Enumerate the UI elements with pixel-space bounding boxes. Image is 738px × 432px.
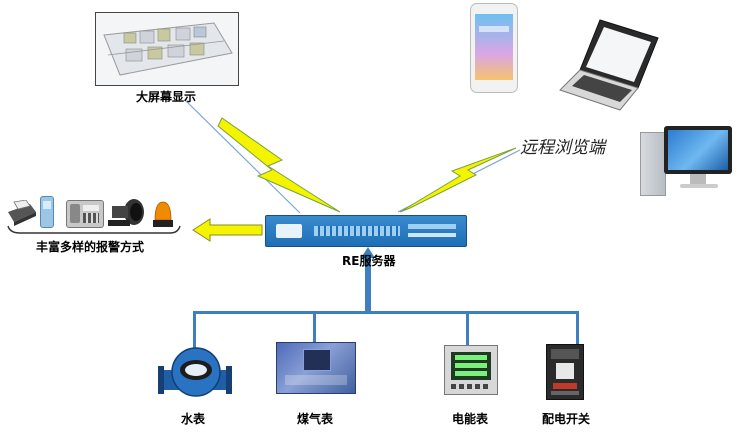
right-lightning-bolt [400,148,516,212]
siren-speaker-icon [106,198,146,228]
telephone-icon [66,200,104,228]
server-label: RE服务器 [342,252,395,269]
circuit-breaker-icon [546,344,584,400]
floorplan-screen-icon [95,12,239,86]
power-switch-label: 配电开关 [542,410,590,427]
rack-server-icon [265,215,467,247]
alarm-methods-label: 丰富多样的报警方式 [36,238,144,255]
gas-meter-label: 煤气表 [297,410,333,427]
remote-browser-label: 远程浏览端 [520,133,605,158]
electric-meter-icon [444,345,498,395]
bus-drop-switch [576,311,579,347]
water-meter-icon [158,344,232,402]
screen-link-line [185,100,300,213]
bus-drop-electric [466,311,469,349]
fax-icon [4,200,38,226]
laptop-icon [558,18,662,112]
mobile-phone-icon [40,196,54,228]
meter-bus-line [193,311,579,314]
water-meter-label: 水表 [181,410,205,427]
left-lightning-bolt [218,118,340,212]
smartphone-icon [470,3,518,93]
alarm-beacon-icon [152,200,174,228]
big-screen-label: 大屏幕显示 [136,88,196,105]
gas-meter-icon [276,342,356,394]
alarm-arrow [193,219,262,241]
electric-meter-label: 电能表 [452,410,488,427]
